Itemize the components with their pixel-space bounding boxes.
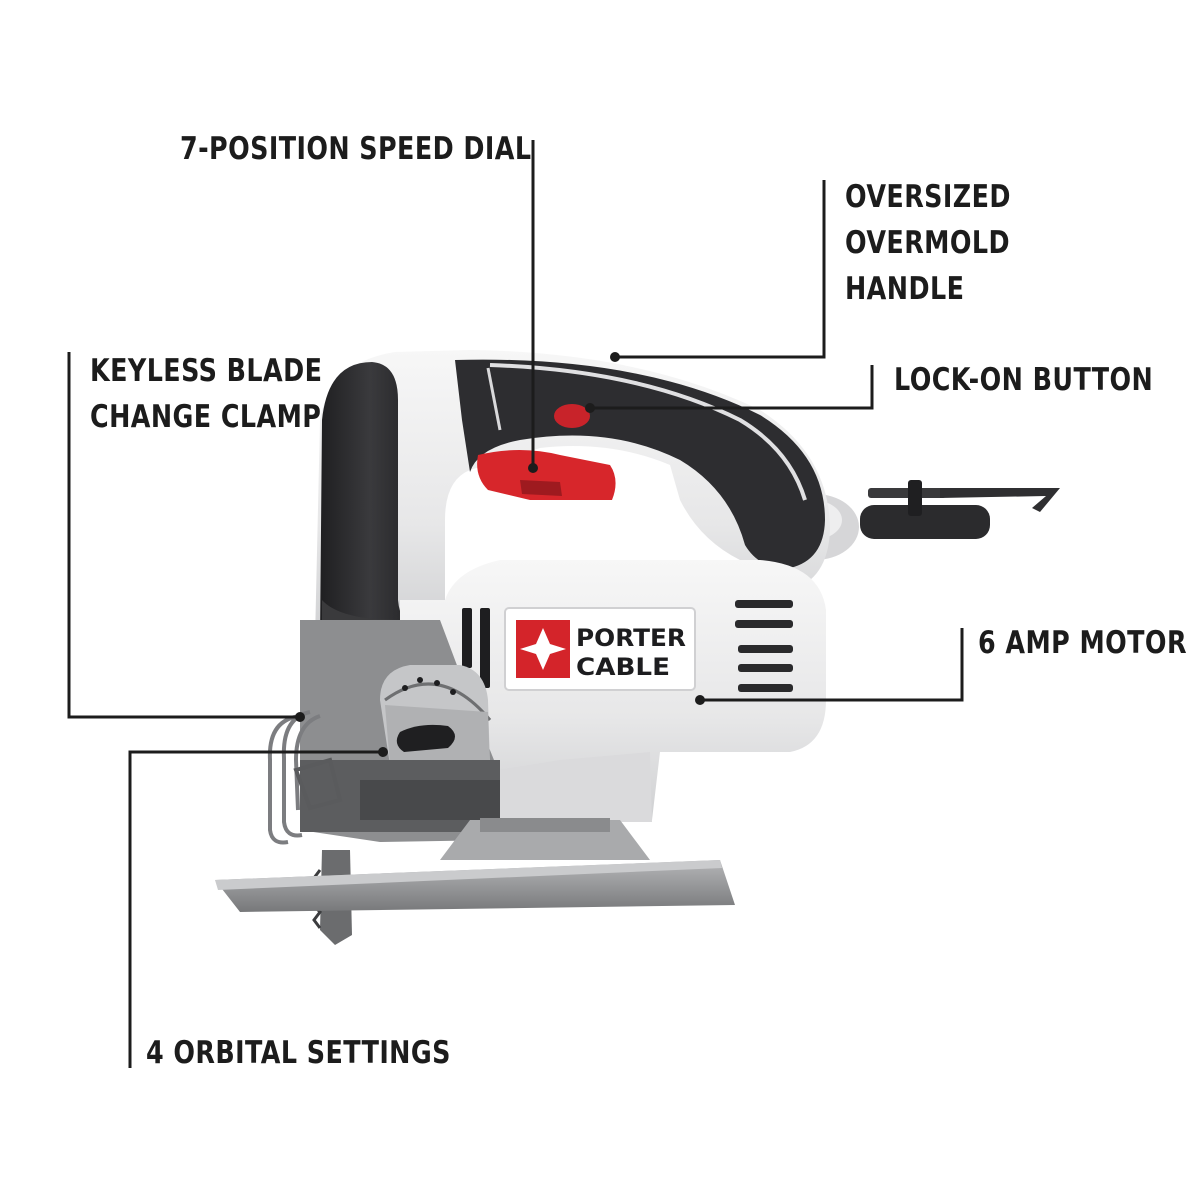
callout-line: CHANGE CLAMP [90, 399, 322, 435]
motor-callout: 6 AMP MOTOR [978, 620, 1187, 666]
leader-dots [295, 352, 705, 757]
handle-dot [610, 352, 620, 362]
blade-clamp-dot [295, 712, 305, 722]
callout-line: LOCK-ON BUTTON [894, 362, 1154, 398]
handle-callout: OVERSIZED OVERMOLD HANDLE [845, 174, 1011, 312]
brand-name-line1: PORTER [576, 624, 686, 652]
brand-name-line2: CABLE [576, 653, 670, 681]
blade-clamp [267, 710, 343, 845]
handle-leader [615, 180, 826, 359]
callout-line: HANDLE [845, 271, 965, 307]
callout-line: OVERMOLD [845, 225, 1011, 261]
callout-line: 7-POSITION SPEED DIAL [180, 131, 532, 167]
callout-line: 6 AMP MOTOR [978, 625, 1187, 661]
blade-clamp-leader [67, 352, 300, 719]
speed-dial-dot [528, 463, 538, 473]
speed-dial-callout: 7-POSITION SPEED DIAL [180, 126, 531, 172]
leader-lines [67, 140, 964, 1068]
orbital-leader [128, 750, 383, 1068]
lock-on-leader [590, 365, 874, 410]
orbital-callout: 4 ORBITAL SETTINGS [146, 1030, 451, 1076]
motor-dot [695, 695, 705, 705]
orbital-dot [378, 747, 388, 757]
blade-clamp-callout: KEYLESS BLADE CHANGE CLAMP [90, 348, 322, 440]
base-shoe [215, 818, 735, 912]
lock-on-dot [585, 403, 595, 413]
callout-line: OVERSIZED [845, 179, 1011, 215]
callout-line: 4 ORBITAL SETTINGS [146, 1035, 451, 1071]
lock-on-callout: LOCK-ON BUTTON [894, 357, 1153, 403]
callout-line: KEYLESS BLADE [90, 353, 323, 389]
brand-logo: PORTER CABLE [504, 607, 696, 691]
motor-leader [700, 628, 964, 702]
